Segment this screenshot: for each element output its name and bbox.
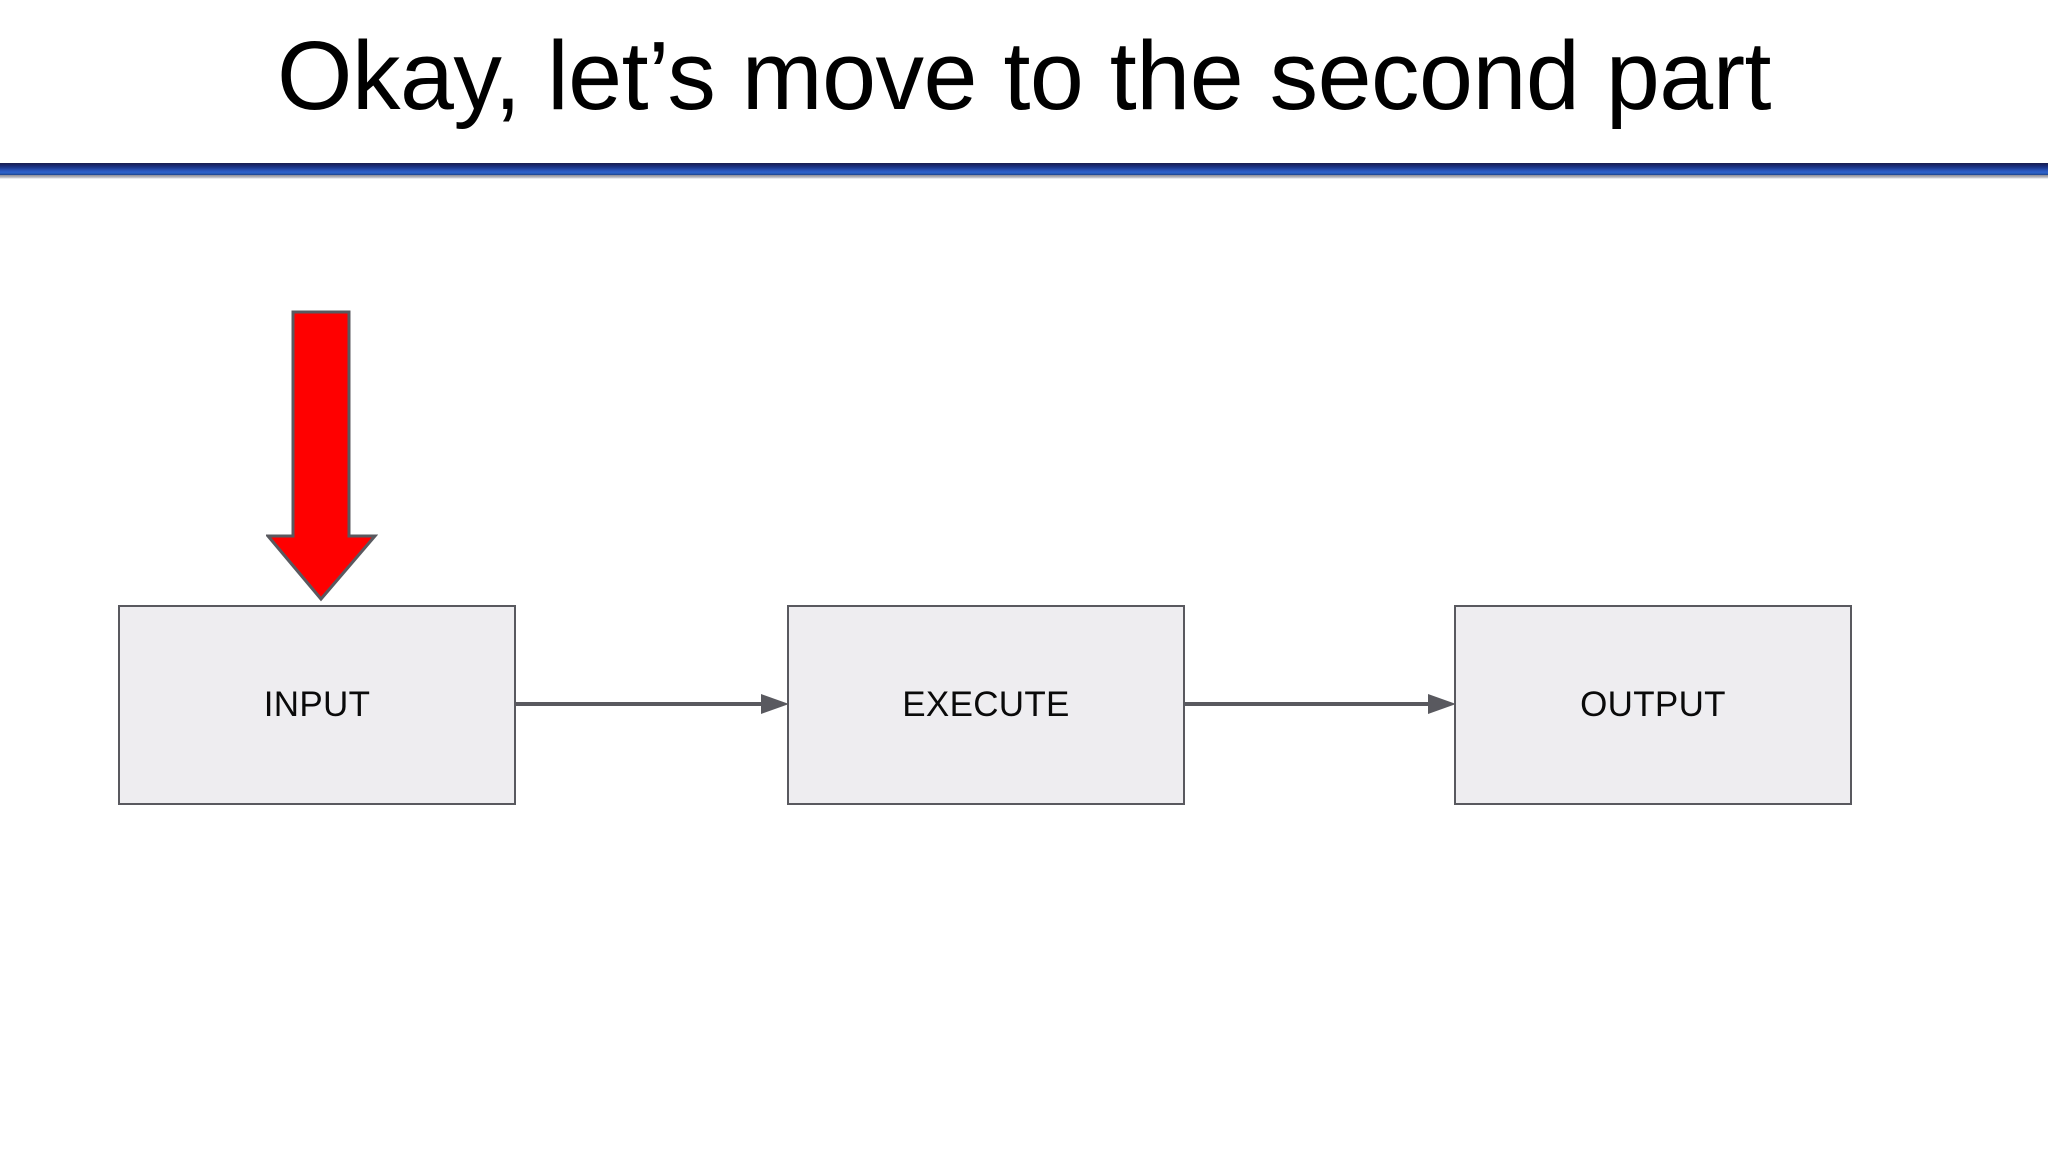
title-divider-shadow (0, 175, 2048, 179)
page-title: Okay, let’s move to the second part (277, 21, 1771, 130)
down-arrow-icon (266, 310, 378, 602)
flow-node-execute-label: EXECUTE (902, 685, 1070, 724)
flow-node-output[interactable]: OUTPUT (1454, 605, 1852, 805)
flow-node-input[interactable]: INPUT (118, 605, 516, 805)
title-divider (0, 163, 2048, 175)
arrow-right-icon-edge-1 (516, 692, 789, 716)
flow-node-output-label: OUTPUT (1580, 685, 1726, 724)
flow-node-input-label: INPUT (263, 685, 371, 724)
arrow-right-icon-edge-2 (1185, 692, 1456, 716)
flow-node-execute[interactable]: EXECUTE (787, 605, 1185, 805)
